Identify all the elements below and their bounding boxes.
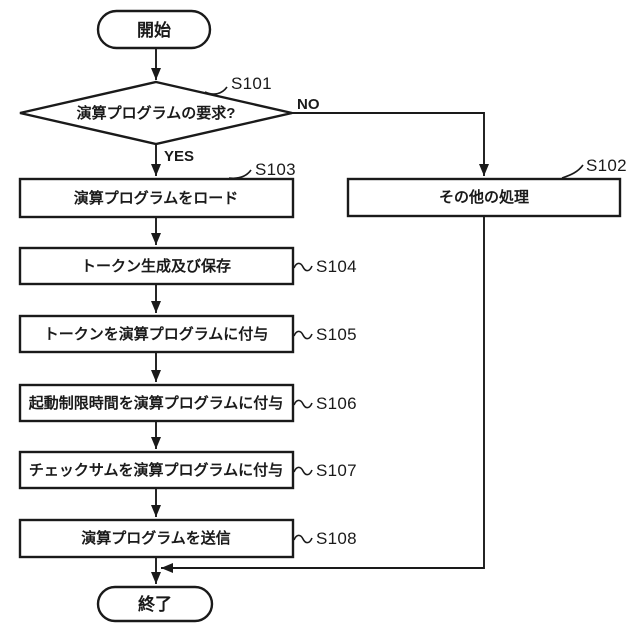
process-box-s108 [18, 518, 295, 559]
ref-label-s106: S106 [316, 394, 357, 413]
ref-leader-s101 [204, 86, 228, 95]
ref-leader-s103 [228, 169, 252, 180]
process-box-s105 [18, 314, 295, 354]
process-box-s107 [18, 450, 295, 490]
branch-label-no: NO [297, 96, 320, 113]
process-box-s106 [18, 383, 295, 423]
ref-label-s105: S105 [316, 325, 357, 344]
process-box-s102 [346, 177, 622, 218]
process-label-s102: その他の処理 [439, 188, 529, 206]
process-box-s104 [18, 246, 295, 286]
ref-label-s103: S103 [255, 160, 296, 179]
process-box-s103 [18, 177, 295, 219]
branch-label-yes: YES [164, 148, 194, 165]
process-label-s107: チェックサムを演算プログラムに付与 [29, 461, 283, 479]
ref-label-s108: S108 [316, 529, 357, 548]
start-terminal-label: 開始 [137, 20, 171, 40]
decision-diamond-shape [19, 80, 293, 146]
end-terminal-label: 終了 [138, 594, 172, 614]
ref-tilde-s108 [293, 534, 313, 544]
ref-leader-s102 [561, 164, 584, 179]
start-terminal-shape [96, 9, 212, 50]
ref-label-s102: S102 [586, 156, 627, 175]
ref-tilde-s106 [293, 399, 313, 409]
process-label-s104: トークン生成及び保存 [81, 257, 231, 275]
process-label-s106: 起動制限時間を演算プログラムに付与 [28, 394, 284, 412]
ref-tilde-s107 [293, 466, 313, 476]
ref-tilde-s104 [293, 262, 313, 272]
merge-arrow-s102-to-main [161, 216, 485, 573]
ref-label-s101: S101 [231, 74, 272, 93]
flow-arrow-no-branch [292, 112, 489, 176]
decision-label: 演算プログラムの要求? [77, 104, 236, 122]
process-label-s108: 演算プログラムを送信 [81, 529, 231, 547]
ref-label-s107: S107 [316, 461, 357, 480]
ref-tilde-s105 [293, 330, 313, 340]
process-label-s103: 演算プログラムをロード [74, 189, 239, 207]
process-label-s105: トークンを演算プログラムに付与 [44, 325, 269, 343]
end-terminal-shape [96, 585, 214, 623]
ref-label-s104: S104 [316, 257, 357, 276]
